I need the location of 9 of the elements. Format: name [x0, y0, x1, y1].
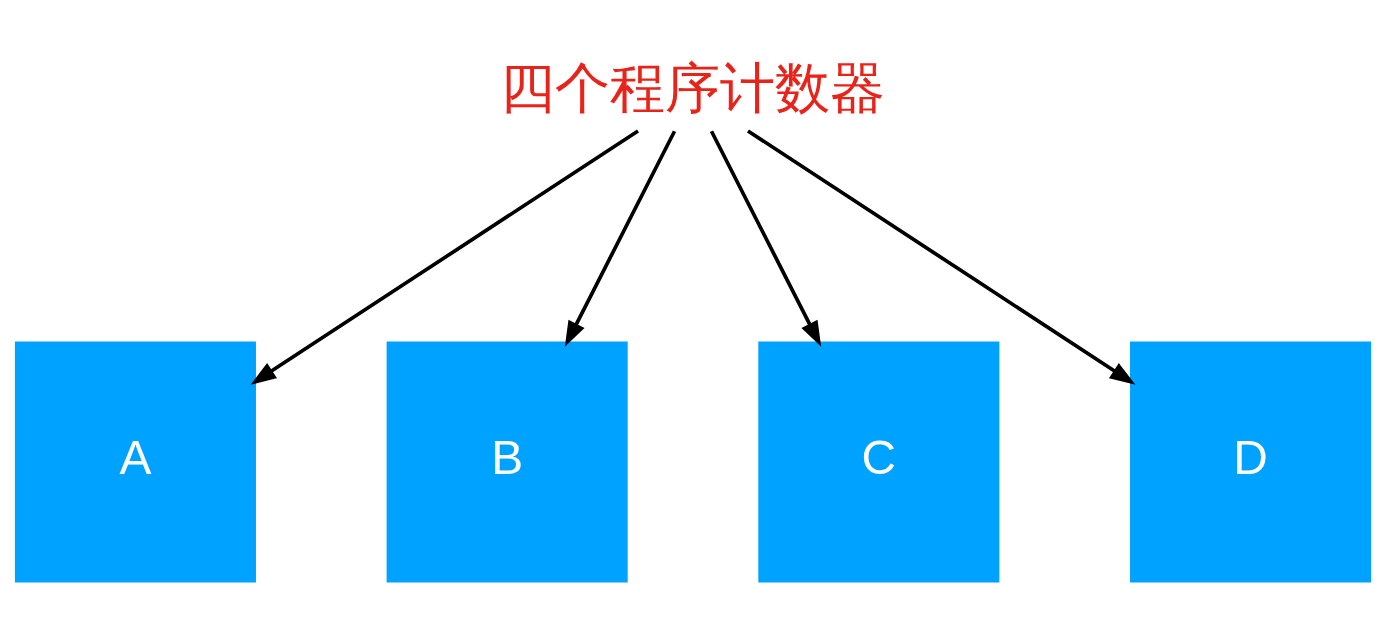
node-box: B [386, 341, 628, 583]
node-text: 四个程序计数器 [500, 55, 886, 120]
node-box: C [758, 341, 1000, 583]
arrow [709, 129, 822, 347]
arrow [250, 128, 640, 385]
arrow [746, 128, 1136, 385]
node-box: D [1130, 341, 1372, 583]
node-box: A [14, 341, 256, 583]
arrow [564, 129, 677, 347]
